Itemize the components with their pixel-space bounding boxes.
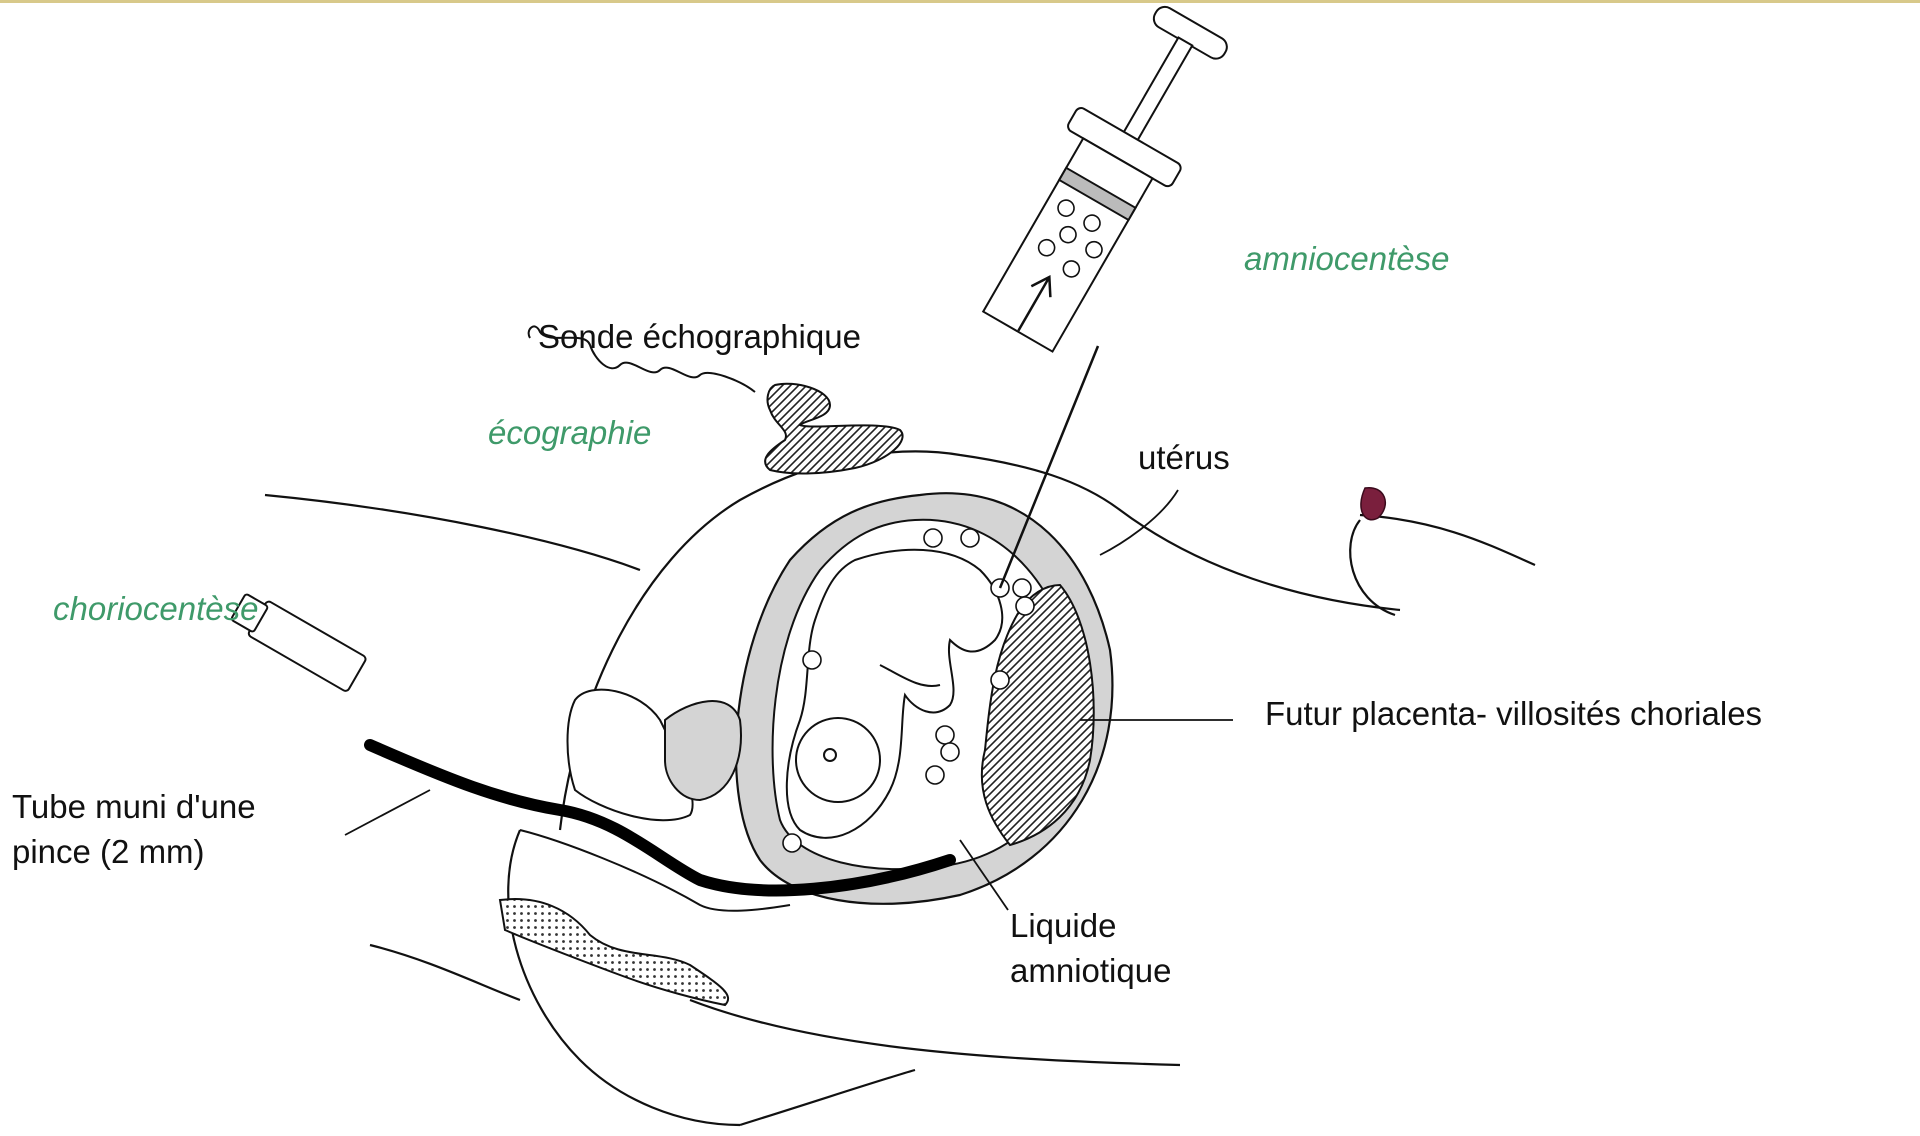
cell bbox=[991, 671, 1009, 689]
mother-leg-outline bbox=[690, 1000, 1180, 1065]
mother-leg-lower bbox=[740, 1070, 915, 1125]
rectum bbox=[500, 899, 728, 1005]
label-tube-line1: Tube muni d'une bbox=[12, 786, 256, 829]
label-uterus: utérus bbox=[1138, 437, 1230, 480]
label-liquide-line2: amniotique bbox=[1010, 950, 1171, 993]
label-liquide-line1: Liquide bbox=[1010, 905, 1116, 948]
label-futur-placenta: Futur placenta- villosités choriales bbox=[1265, 693, 1762, 736]
navel-marker-icon bbox=[1361, 488, 1385, 520]
cell bbox=[783, 834, 801, 852]
umbilical-curve bbox=[1350, 520, 1395, 615]
cell bbox=[961, 529, 979, 547]
umbilical-line bbox=[1360, 515, 1535, 565]
probe-body bbox=[765, 384, 902, 474]
fetus-eye bbox=[824, 749, 836, 761]
cell bbox=[1013, 579, 1031, 597]
syringe-plunger-cap bbox=[1150, 3, 1230, 62]
cell bbox=[924, 529, 942, 547]
cell bbox=[936, 726, 954, 744]
label-ecographie: écographie bbox=[488, 412, 651, 455]
label-sonde-echographique: Sonde échographique bbox=[538, 316, 861, 359]
label-choriocentese: choriocentèse bbox=[53, 588, 258, 631]
mother-lower-outline bbox=[370, 945, 520, 1000]
cell bbox=[1016, 597, 1034, 615]
syringe-icon bbox=[966, 0, 1248, 362]
cell bbox=[803, 651, 821, 669]
mother-back-line bbox=[265, 495, 640, 570]
label-amniocentese: amniocentèse bbox=[1244, 238, 1449, 281]
label-tube-line2: pince (2 mm) bbox=[12, 831, 205, 874]
pubic-bone bbox=[665, 701, 741, 800]
tube-leader bbox=[345, 790, 430, 835]
fetus-head bbox=[796, 718, 880, 802]
cell bbox=[926, 766, 944, 784]
cell bbox=[941, 743, 959, 761]
